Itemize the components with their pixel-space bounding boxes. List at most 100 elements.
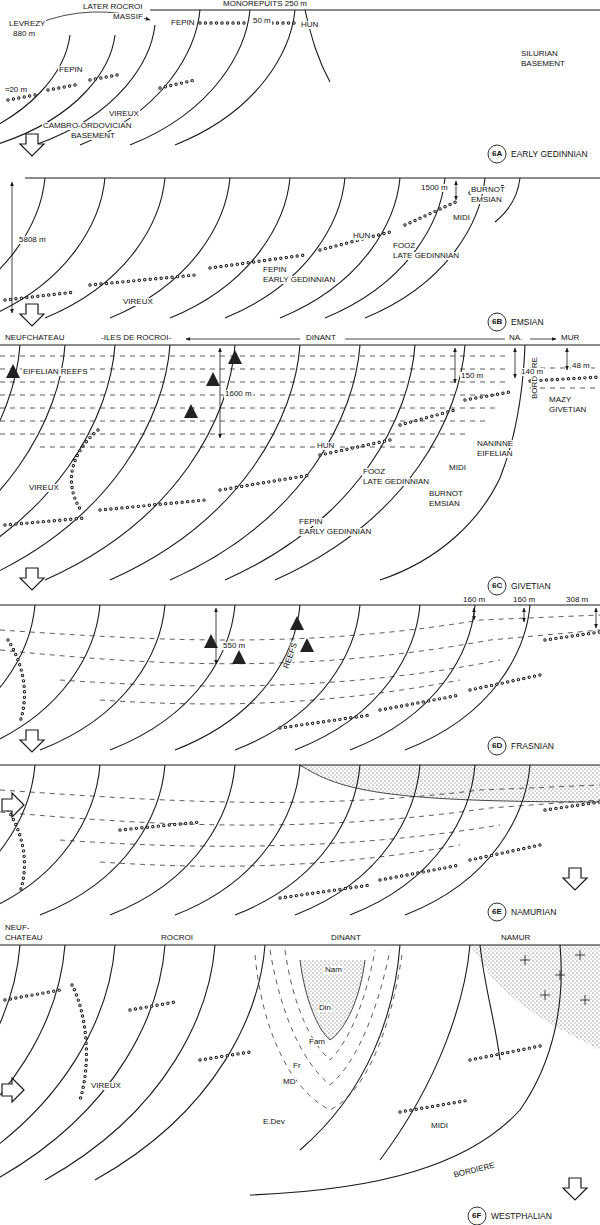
locality-label: NAMUR: [500, 934, 531, 942]
formation-label: VIREUX: [90, 1082, 122, 1090]
thickness-label: 150 m: [460, 372, 484, 380]
age-label: EARLY GEDINNIAN: [298, 528, 372, 536]
reef-symbol: [228, 350, 242, 364]
formation-label: BURNOT: [428, 490, 464, 498]
panel-number: 6E: [491, 908, 503, 916]
section-mark: [5, 377, 600, 525]
panel-6e: [0, 765, 600, 921]
age-label: EMSIAN: [470, 196, 503, 204]
panel-number-ring: [488, 313, 506, 331]
stage-title: EARLY GEDINNIAN: [510, 150, 589, 159]
stage-title: WESTPHALIAN: [490, 1212, 553, 1221]
locality-label: ROCROI: [160, 934, 194, 942]
age-label: Fr: [292, 1062, 302, 1070]
section-line: [524, 608, 525, 622]
section-mark: [20, 304, 44, 326]
formation-label: HUN: [300, 21, 319, 29]
reef-symbol: [6, 364, 20, 378]
section-line: [25, 177, 600, 178]
panel-number-ring: [488, 903, 506, 921]
section-line: [0, 345, 525, 580]
thickness-label: 880 m: [12, 30, 36, 38]
section-line: [596, 608, 597, 628]
formation-label: VIREUX: [122, 298, 154, 306]
stage-title: EMSIAN: [510, 318, 545, 327]
section-mark: [2, 1078, 24, 1102]
formation-label: BORDIERE: [531, 356, 539, 400]
thickness-label: 160 m: [512, 596, 536, 604]
formation-label: MAZY: [548, 396, 572, 404]
basement-label: BASEMENT: [70, 132, 116, 140]
section-line: [515, 348, 516, 378]
age-label: E.Dev: [262, 1118, 286, 1126]
locality-label: MASSIF: [112, 13, 144, 21]
formation-label: MIDI: [448, 464, 467, 472]
locality-label: MONOREPUITS 250 m: [222, 0, 308, 8]
section-line: [150, 9, 600, 10]
section-line: [300, 765, 600, 802]
section-mark: [2, 793, 24, 817]
section-line: [0, 615, 600, 704]
age-label: Fam: [308, 1038, 326, 1046]
reef-label: EIFELIAN REEFS: [22, 368, 88, 376]
thickness-label: 308 m: [565, 596, 589, 604]
stage-title: GIVETIAN: [510, 582, 552, 591]
age-label: Din: [318, 1004, 332, 1012]
section-mark: [20, 730, 44, 752]
locality-label: LATER ROCROI: [82, 3, 143, 11]
basement-label: CAMBRO-ORDOVICIAN: [42, 122, 132, 130]
section-line: [456, 181, 457, 200]
thickness-label: 5808 m: [18, 236, 47, 244]
section-line: [300, 765, 600, 802]
formation-label: VIREUX: [108, 110, 140, 118]
section-line: [455, 348, 456, 383]
panel-number: 6D: [491, 742, 503, 750]
section-mark: [8, 632, 600, 728]
panel-number: 6A: [491, 150, 503, 158]
section-mark: [563, 868, 587, 890]
age-label: EIFELIAN: [476, 450, 514, 458]
panel-number: 6B: [491, 318, 503, 326]
basement-label: BASEMENT: [520, 60, 566, 68]
thickness-label: 1500 m: [420, 184, 449, 192]
locality-label: MUR: [560, 334, 580, 342]
section-mark: [5, 186, 505, 300]
section-mark: [8, 802, 600, 898]
locality-label: DINANT: [330, 934, 362, 942]
formation-label: MIDI: [430, 1122, 449, 1130]
thickness-label: ≈20 m: [4, 86, 28, 94]
section-mark: [5, 186, 505, 300]
section-line: [12, 182, 13, 313]
panel-number-ring: [488, 577, 506, 595]
formation-label: NANINNE: [476, 440, 514, 448]
section-line: [300, 960, 365, 1040]
section-line: [474, 608, 475, 620]
section-line: [0, 944, 600, 945]
locality-label: NA.: [508, 334, 523, 342]
section-mark: [8, 23, 298, 100]
reef-symbol: [184, 404, 198, 418]
section-line: [0, 356, 600, 447]
reef-symbol: [300, 638, 314, 652]
section-line: [567, 348, 568, 370]
locality-label: NEUFCHATEAU: [4, 334, 65, 342]
formation-label: FOOZ: [392, 242, 416, 250]
basement-label: SILURIAN: [520, 50, 559, 58]
section-line: [0, 10, 330, 145]
panel-number: 6F: [471, 1212, 482, 1220]
section-line: [0, 945, 265, 1180]
formation-label: FEPIN: [58, 66, 84, 74]
age-label: EARLY GEDINNIAN: [262, 276, 336, 284]
locality-label: CHATEAU: [4, 934, 44, 942]
panel-number-ring: [468, 1207, 486, 1225]
thickness-label: 160 m: [462, 596, 486, 604]
section-line: [216, 608, 217, 664]
section-mark: [5, 985, 545, 1112]
section-mark: [5, 985, 545, 1112]
thickness-label: 50 m: [252, 17, 272, 25]
section-line: [300, 960, 365, 1040]
section-line: [36, 12, 150, 24]
thickness-label: 1600 m: [224, 390, 253, 398]
panel-6c: [0, 339, 600, 595]
